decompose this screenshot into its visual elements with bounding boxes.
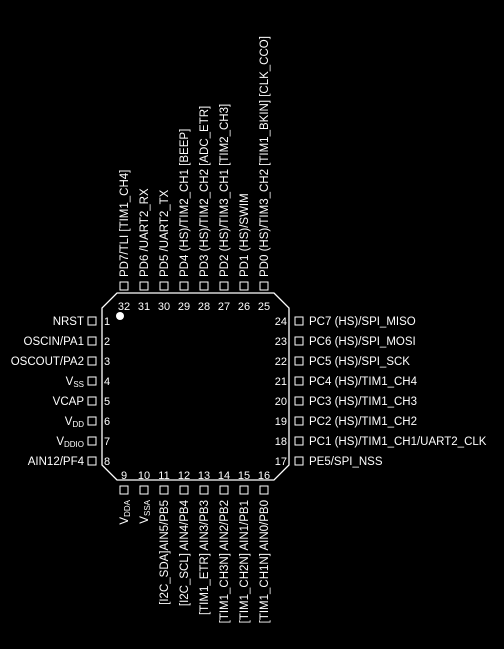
pin-pad-bottom: [139, 485, 149, 495]
pin-number: 15: [238, 470, 250, 482]
pin-pad-left: [87, 336, 97, 346]
pin-pad-left: [87, 356, 97, 366]
chip-body: [101, 292, 290, 481]
pin-number: 7: [104, 436, 110, 448]
pin-pad-right: [294, 396, 304, 406]
pin-label-right: PC7 (HS)/SPI_MISO: [309, 316, 416, 328]
pin-pad-top: [139, 281, 149, 291]
pin-label-top: PD2 (HS)/TIM3_CH1 [TIM2_CH3]: [219, 104, 231, 277]
pin-label-left: OSCOUT/PA2: [11, 356, 84, 368]
pin-number: 13: [198, 470, 210, 482]
pin-number: 31: [138, 301, 150, 313]
pin-pad-top: [219, 281, 229, 291]
pin-number: 3: [104, 356, 110, 368]
pin-label-right: PC5 (HS)/SPI_SCK: [309, 356, 410, 368]
pin-number: 23: [275, 336, 287, 348]
pin-pad-top: [199, 281, 209, 291]
pin-number: 25: [258, 301, 270, 313]
pin1-marker-dot: [116, 312, 124, 320]
pin-pad-top: [159, 281, 169, 291]
pin-number: 26: [238, 301, 250, 313]
pin-label-top: PD4 (HS)/TIM2_CH1 [BEEP]: [179, 129, 191, 277]
pin-label-top: PD1 (HS)/SWIM: [239, 193, 251, 277]
pin-label-right: PC2 (HS)/TIM1_CH2: [309, 416, 417, 428]
pin-pad-right: [294, 336, 304, 346]
pin-label-bottom: [TIM1_CH3N] AIN2/PB2: [219, 500, 231, 623]
pin-label-bottom: VSSA: [139, 499, 152, 523]
pin-label-bottom: [TIM1_ETR] AIN3/PB3: [199, 500, 211, 615]
pin-pad-right: [294, 416, 304, 426]
pin-label-top: PD3 (HS)/TIM2_CH2 [ADC_ETR]: [199, 106, 211, 277]
pin-pad-left: [87, 376, 97, 386]
pin-pad-left: [87, 436, 97, 446]
pin-label-bottom: [I2C_SCL] AIN4/PB4: [179, 499, 191, 606]
pin-pad-right: [294, 456, 304, 466]
pin-pad-left: [87, 396, 97, 406]
pin-label-left: NRST: [53, 316, 84, 328]
pin-number: 8: [104, 456, 110, 468]
pin-number: 21: [275, 376, 287, 388]
pin-label-bottom: [I2C_SDA]AIN5/PB5: [159, 500, 171, 605]
pin-label-right: PC4 (HS)/TIM1_CH4: [309, 376, 418, 388]
pin-number: 28: [198, 301, 210, 313]
pin-number: 17: [275, 456, 287, 468]
pin-pad-top: [119, 281, 129, 291]
pin-label-left: OSCIN/PA1: [24, 336, 85, 348]
pin-label-bottom: [TIM1_CH2N] AIN1/PB1: [239, 500, 251, 623]
pin-number: 19: [275, 416, 287, 428]
pin-label-left: VDD: [65, 416, 84, 429]
pin-number: 14: [218, 470, 230, 482]
pin-number: 29: [178, 301, 190, 313]
pin-label-left: AIN12/PF4: [28, 456, 85, 468]
pin-label-top: PD6 /UART2_RX: [139, 188, 151, 277]
pin-pad-top: [179, 281, 189, 291]
pin-label-right: PE5/SPI_NSS: [309, 456, 383, 468]
pin-pad-left: [87, 316, 97, 326]
pin-number: 10: [138, 470, 150, 482]
pin-number: 12: [178, 470, 190, 482]
pin-number: 6: [104, 416, 110, 428]
pin-pad-bottom: [199, 485, 209, 495]
pin-number: 24: [275, 316, 287, 328]
pin-label-top: PD5 /UART2_TX: [159, 189, 171, 277]
pin-label-top: PD0 (HS)/TIM3_CH2 [TIM1_BKIN] [CLK_CCO]: [259, 36, 271, 277]
pin-label-left: VSS: [66, 376, 84, 389]
pin-pad-bottom: [239, 485, 249, 495]
pin-number: 22: [275, 356, 287, 368]
pin-pad-bottom: [159, 485, 169, 495]
pin-pad-right: [294, 316, 304, 326]
pin-pad-top: [259, 281, 269, 291]
pin-pad-top: [239, 281, 249, 291]
pin-number: 18: [275, 436, 287, 448]
pin-label-right: PC1 (HS)/TIM1_CH1/UART2_CLK: [309, 436, 487, 448]
pin-label-right: PC6 (HS)/SPI_MOSI: [309, 336, 416, 348]
pin-number: 4: [104, 376, 110, 388]
pin-number: 9: [121, 470, 127, 482]
pin-label-bottom: VDDA: [119, 499, 132, 524]
pin-pad-bottom: [119, 485, 129, 495]
pin-pad-right: [294, 436, 304, 446]
pin-label-left: VDDIO: [56, 436, 84, 449]
pin-pad-bottom: [179, 485, 189, 495]
pin-number: 27: [218, 301, 230, 313]
pin-pad-right: [294, 356, 304, 366]
pin-number: 11: [158, 470, 169, 482]
pin-pad-right: [294, 376, 304, 386]
pin-number: 2: [104, 336, 110, 348]
pin-number: 30: [158, 301, 170, 313]
pin-label-top: PD7/TLI [TIM1_CH4]: [119, 170, 131, 277]
pin-number: 16: [258, 470, 270, 482]
pin-number: 5: [104, 396, 110, 408]
pin-number: 20: [275, 396, 287, 408]
pin-number: 32: [118, 301, 130, 313]
pin-number: 1: [104, 316, 110, 328]
pin-label-bottom: [TIM1_CH1N] AIN0/PB0: [259, 500, 271, 623]
pin-pad-left: [87, 416, 97, 426]
pin-label-left: VCAP: [53, 396, 85, 408]
pin-pad-bottom: [259, 485, 269, 495]
pin-label-right: PC3 (HS)/TIM1_CH3: [309, 396, 417, 408]
pin-pad-bottom: [219, 485, 229, 495]
pin-pad-left: [87, 456, 97, 466]
